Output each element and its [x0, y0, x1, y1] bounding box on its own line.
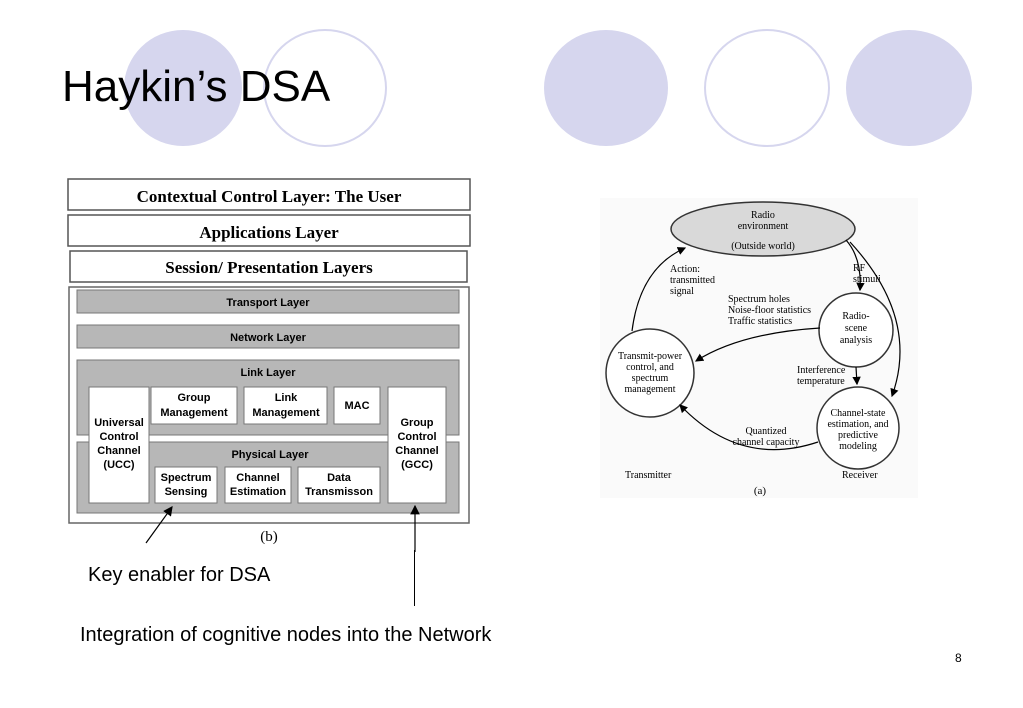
arrow-spectrum-holes [694, 327, 821, 362]
data-transmission-line2: Transmisson [305, 486, 373, 498]
key-enabler-caption: Key enabler for DSA [88, 564, 271, 586]
arrow-to-spectrum-sensing [145, 506, 173, 544]
channel-state-line4: modeling [839, 441, 877, 452]
decor-circle-2 [544, 30, 668, 146]
transmit-power-line4: management [624, 384, 675, 395]
spectrum-sensing-line1: Spectrum [161, 472, 212, 484]
radio-environment-line2: environment [738, 221, 789, 232]
group-management-line1: Group [178, 392, 211, 404]
ucc-line3: Channel [97, 445, 140, 457]
integration-caption: Integration of cognitive nodes into the … [80, 624, 492, 646]
gcc-arrow-tail [414, 550, 415, 606]
quantized-line1: Quantized [745, 426, 786, 437]
arrow-rf-stimuli [845, 239, 865, 292]
gcc-line2: Control [397, 431, 436, 443]
protocol-stack-diagram: Contextual Control Layer: The User Appli… [67, 178, 471, 552]
data-transmission-box [297, 466, 381, 504]
arrow-interference [852, 366, 861, 386]
network-layer [76, 324, 460, 349]
group-management-box [150, 386, 238, 425]
data-transmission-line1: Data [327, 472, 352, 484]
ucc-box [88, 386, 150, 504]
mac-box [333, 386, 381, 425]
gcc-line1: Group [401, 417, 434, 429]
transmit-power-line1: Transmit-power [618, 351, 683, 362]
quantized-line2: channel capacity [733, 437, 800, 448]
radio-scene-line2: scene [845, 323, 868, 334]
slide-title: Haykin’s DSA [62, 62, 331, 111]
contextual-control-layer-label: Contextual Control Layer: The User [137, 187, 402, 206]
arrow-env-to-channel-state [849, 241, 901, 398]
gcc-line4: (GCC) [401, 459, 433, 471]
transport-layer [76, 289, 460, 314]
spectrum-holes-line2: Noise-floor statistics [728, 305, 811, 316]
ucc-line2: Control [99, 431, 138, 443]
interference-line2: temperature [797, 376, 845, 387]
decor-ring-2 [704, 29, 830, 147]
decor-ring-1 [263, 29, 387, 147]
physical-layer-label: Physical Layer [231, 449, 309, 461]
radio-scene-line1: Radio- [842, 311, 869, 322]
action-line1: Action: [670, 264, 700, 275]
spectrum-holes-line3: Traffic statistics [728, 316, 792, 327]
decor-circle-1 [124, 30, 242, 146]
channel-state-node [816, 386, 900, 470]
figure-label-b: (b) [260, 529, 278, 545]
spectrum-sensing-box [154, 466, 218, 504]
group-management-line2: Management [160, 407, 228, 419]
contextual-control-layer [67, 178, 471, 211]
link-management-line1: Link [275, 392, 298, 404]
link-layer-label: Link Layer [240, 367, 296, 379]
interference-line1: Interference [797, 365, 846, 376]
transmit-power-line2: control, and [626, 362, 674, 373]
figure-label-a: (a) [754, 485, 767, 497]
channel-state-line1: Channel-state [831, 408, 887, 419]
session-presentation-layer [69, 250, 468, 283]
radio-scene-line3: analysis [840, 335, 872, 346]
transmit-power-line3: spectrum [632, 373, 669, 384]
link-management-box [243, 386, 328, 425]
network-layer-label: Network Layer [230, 332, 307, 344]
ucc-line1: Universal [94, 417, 144, 429]
link-management-line2: Management [252, 407, 320, 419]
radio-environment-node [670, 201, 856, 257]
channel-estimation-box [224, 466, 292, 504]
gcc-box [387, 386, 447, 504]
arrow-action [631, 247, 687, 332]
rf-stimuli-line2: stimuli [853, 274, 881, 285]
channel-estimation-line1: Channel [236, 472, 279, 484]
applications-layer [67, 214, 471, 247]
radio-environment-line3: (Outside world) [731, 241, 795, 252]
arrow-quantized [679, 404, 819, 451]
transmitter-label: Transmitter [625, 470, 672, 481]
gcc-line3: Channel [395, 445, 438, 457]
channel-state-line2: estimation, and [827, 419, 888, 430]
cognitive-cycle-diagram: Radio environment (Outside world) Radio-… [600, 198, 918, 498]
spectrum-sensing-line2: Sensing [165, 486, 208, 498]
action-line2: transmitted [670, 275, 715, 286]
applications-layer-label: Applications Layer [199, 223, 339, 242]
receiver-label: Receiver [842, 470, 878, 481]
ucc-line4: (UCC) [103, 459, 134, 471]
session-presentation-layer-label: Session/ Presentation Layers [165, 258, 373, 277]
mac-label: MAC [344, 400, 369, 412]
radio-environment-line1: Radio [751, 210, 775, 221]
transport-layer-label: Transport Layer [226, 297, 310, 309]
transmit-power-node [605, 328, 695, 418]
rf-stimuli-line1: RF [853, 263, 866, 274]
page-number: 8 [955, 651, 962, 665]
action-line3: signal [670, 286, 694, 297]
channel-estimation-line2: Estimation [230, 486, 287, 498]
channel-state-line3: predictive [838, 430, 879, 441]
decor-circle-3 [846, 30, 972, 146]
spectrum-holes-line1: Spectrum holes [728, 294, 790, 305]
